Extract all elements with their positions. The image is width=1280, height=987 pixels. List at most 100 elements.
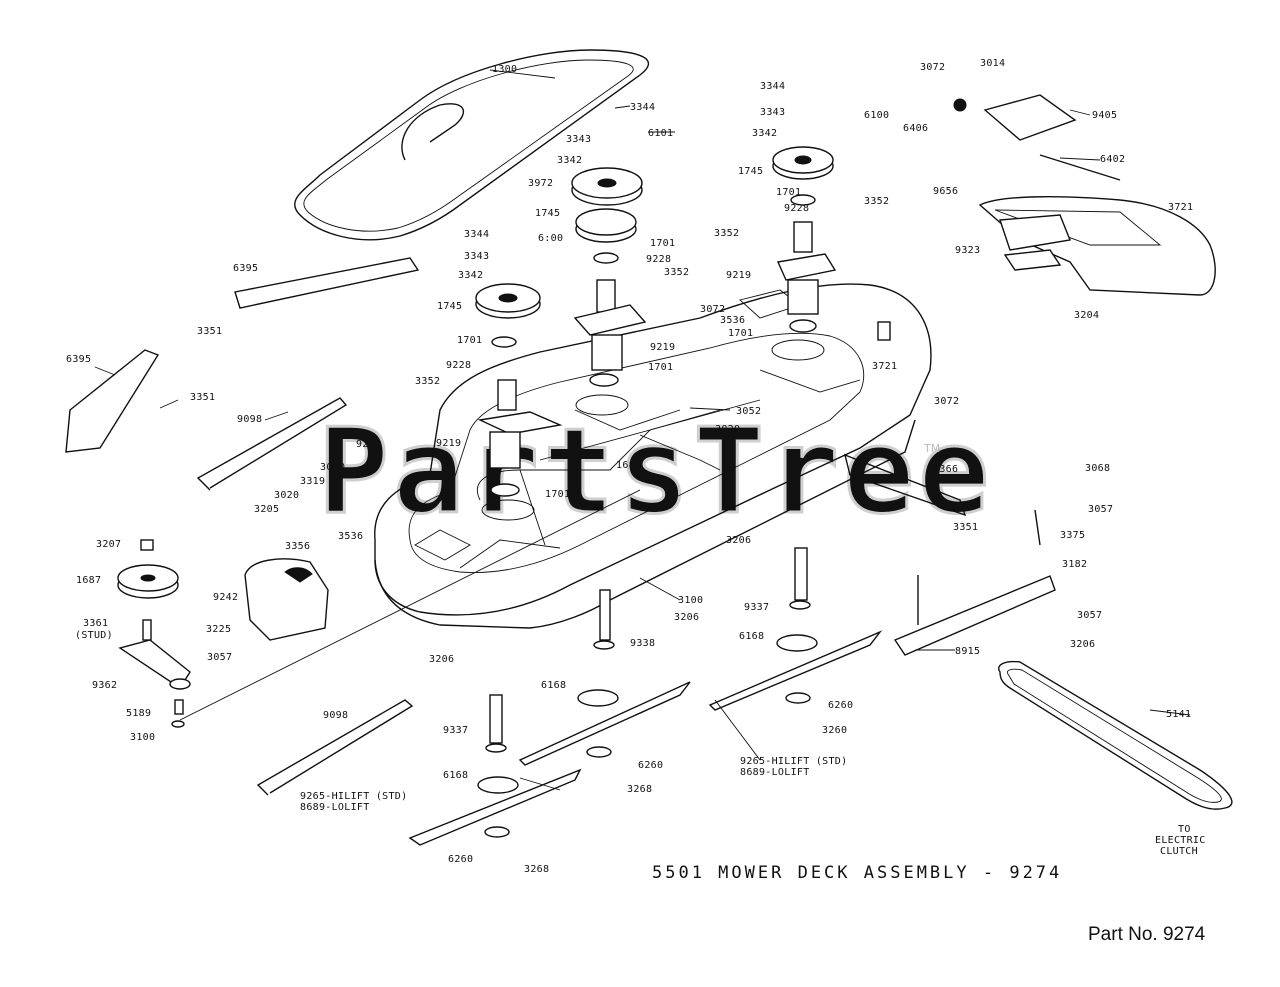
- callout-3342-center: 3342: [557, 155, 582, 166]
- callout-3072-top: 3072: [920, 62, 945, 73]
- callout-5189: 5189: [126, 708, 151, 719]
- callout-3100-mid: 3100: [678, 595, 703, 606]
- callout-3225: 3225: [206, 624, 231, 635]
- callout-9265-left: 9265-HILIFT (STD): [300, 791, 407, 802]
- callout-8915: 8915: [955, 646, 980, 657]
- callout-9098-upper: 9098: [237, 414, 262, 425]
- callout-3205: 3205: [254, 504, 279, 515]
- callout-3343-left: 3343: [464, 251, 489, 262]
- callout-3344-left: 3344: [464, 229, 489, 240]
- callout-6260-right: 6260: [828, 700, 853, 711]
- callout-9242: 9242: [213, 592, 238, 603]
- callout-3352-center: 3352: [664, 267, 689, 278]
- callout-3361: 3361: [83, 618, 108, 629]
- callout-1701-left: 1701: [457, 335, 482, 346]
- callout-3721-deck: 3721: [872, 361, 897, 372]
- callout-1745-left: 1745: [437, 301, 462, 312]
- callout-9219-left: 9219: [436, 438, 461, 449]
- callout-3100-left: 3100: [130, 732, 155, 743]
- callout-9228-left: 9228: [446, 360, 471, 371]
- callout-3052: 3052: [736, 406, 761, 417]
- spindle-center: [571, 167, 647, 387]
- callout-3972: 3972: [528, 178, 553, 189]
- callout-3207: 3207: [96, 539, 121, 550]
- callout-9323: 9323: [955, 245, 980, 256]
- callout-3319: 3319: [300, 476, 325, 487]
- callout-labels: 1300 3344 3343 6101 3342 3972 1745 1701 …: [66, 58, 1206, 875]
- callout-3182: 3182: [1062, 559, 1087, 570]
- callout-9228-right: 9228: [784, 203, 809, 214]
- discharge-chute: [953, 94, 1216, 296]
- blades: [408, 547, 883, 846]
- belt-1300: [294, 49, 650, 241]
- callout-1701-right-lower: 1701: [728, 328, 753, 339]
- callout-3352-right-a: 3352: [864, 196, 889, 207]
- guard-plates: [65, 257, 420, 453]
- callout-3721-chute: 3721: [1168, 202, 1193, 213]
- callout-6406: 6406: [903, 123, 928, 134]
- watermark-text: PartsTree: [318, 402, 993, 540]
- callout-6168-right: 6168: [739, 631, 764, 642]
- callout-clutch: CLUTCH: [1160, 846, 1198, 857]
- callout-6402: 6402: [1100, 154, 1125, 165]
- idler-pulley: [117, 539, 191, 728]
- callout-3351-lower: 3351: [190, 392, 215, 403]
- callout-9338: 9338: [630, 638, 655, 649]
- spindle-left: [475, 283, 563, 497]
- callout-6-00: 6:00: [538, 233, 563, 244]
- callout-3342-left: 3342: [458, 270, 483, 281]
- leader-lines: [94, 69, 1191, 791]
- callout-6395-lower: 6395: [66, 354, 91, 365]
- callout-3536-left: 3536: [338, 531, 363, 542]
- callout-electric: ELECTRIC: [1155, 835, 1206, 846]
- callout-3068: 3068: [1085, 463, 1110, 474]
- callout-3375: 3375: [1060, 530, 1085, 541]
- callout-3352-left: 3352: [415, 376, 440, 387]
- callout-3343-center: 3343: [566, 134, 591, 145]
- callout-3206-right: 3206: [1070, 639, 1095, 650]
- callout-6168-center: 6168: [541, 680, 566, 691]
- callout-9366: 9366: [933, 464, 958, 475]
- watermark: PartsTree TM: [317, 401, 993, 542]
- callout-3536-right: 3536: [720, 315, 745, 326]
- callout-3356: 3356: [285, 541, 310, 552]
- callout-3057-upper: 3057: [1088, 504, 1113, 515]
- callout-1701-right: 1701: [776, 187, 801, 198]
- callout-9337-left: 9337: [443, 725, 468, 736]
- callout-3072-center: 3072: [700, 304, 725, 315]
- callout-9219-center: 9219: [650, 342, 675, 353]
- belt-guard: [244, 558, 329, 641]
- callout-3206-center: 3206: [674, 612, 699, 623]
- callout-3352-right-b: 3352: [714, 228, 739, 239]
- callout-9273: 9273: [356, 439, 381, 450]
- callout-stud: (STUD): [75, 630, 113, 641]
- watermark-tm: TM: [923, 442, 940, 455]
- callout-3057-left: 3057: [207, 652, 232, 663]
- callout-5141: 5141: [1166, 709, 1191, 720]
- callout-9362: 9362: [92, 680, 117, 691]
- callout-9098-lower: 9098: [323, 710, 348, 721]
- callout-1682: 1682: [616, 460, 641, 471]
- part-number: Part No. 9274: [1088, 924, 1206, 945]
- callout-9219-right: 9219: [726, 270, 751, 281]
- callout-1701-lower: 1701: [648, 362, 673, 373]
- callout-8689-right: 8689-LOLIFT: [740, 767, 810, 778]
- callout-3351-right: 3351: [953, 522, 978, 533]
- callout-3268-left: 3268: [524, 864, 549, 875]
- deck-body: [374, 283, 932, 629]
- callout-6260-left: 6260: [448, 854, 473, 865]
- spindle-right: [772, 146, 837, 333]
- callout-9265-right: 9265-HILIFT (STD): [740, 756, 847, 767]
- callout-6101: 6101: [648, 128, 673, 139]
- callout-3020-a: 3020: [320, 462, 345, 473]
- callout-3204: 3204: [1074, 310, 1099, 321]
- callout-3020-c: 3020: [715, 424, 740, 435]
- callout-3343-right: 3343: [760, 107, 785, 118]
- callout-1300: 1300: [492, 64, 517, 75]
- callout-3206-left: 3206: [429, 654, 454, 665]
- callout-3351-upper: 3351: [197, 326, 222, 337]
- callout-3344-center: 3344: [630, 102, 655, 113]
- callout-1687: 1687: [76, 575, 101, 586]
- callout-1701-bottom: 1701: [545, 489, 570, 500]
- callout-9656: 9656: [933, 186, 958, 197]
